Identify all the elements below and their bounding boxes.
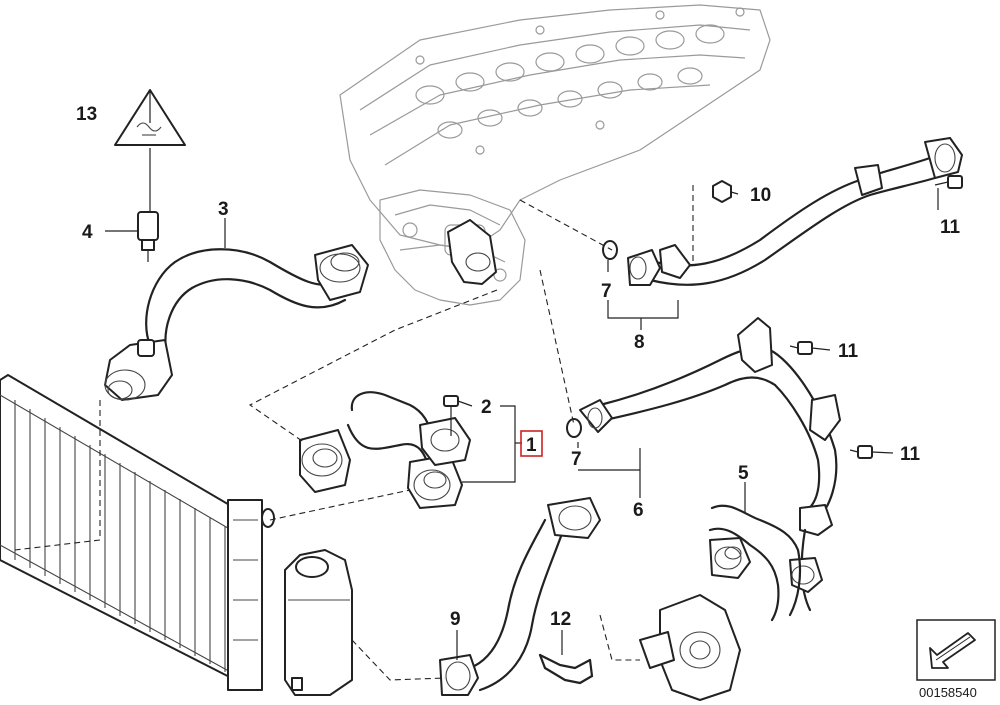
expansion-tank	[284, 549, 353, 696]
o-ring-part-7a	[602, 240, 618, 260]
bolt-part-11c	[849, 445, 873, 459]
upper-radiator-hose	[104, 244, 369, 401]
callout-2: 2	[481, 397, 492, 418]
water-pump-fitting	[639, 594, 741, 701]
return-pipe-part-6	[579, 317, 841, 612]
engine-outlet-fitting	[447, 219, 497, 285]
callout-11-lower: 11	[900, 444, 921, 465]
callout-1: 1	[526, 435, 537, 456]
callout-1-highlight-box	[520, 430, 543, 457]
temperature-sensor	[137, 148, 159, 262]
o-ring-part-7b	[566, 418, 582, 438]
small-hose-part-5	[708, 504, 802, 622]
callout-9: 9	[450, 609, 461, 630]
dashed-reference-lines	[14, 185, 694, 681]
lower-hose-part-9	[439, 497, 601, 696]
callout-7-lower: 7	[571, 449, 582, 470]
pipe-assembly-part-8	[627, 137, 963, 286]
coolant-hose-assembly-part-1	[299, 391, 471, 509]
callout-11-middle: 11	[838, 341, 859, 362]
leader-lines	[105, 90, 939, 660]
callout-6: 6	[633, 500, 644, 521]
bolt-part-10	[712, 180, 732, 203]
callout-13: 13	[76, 104, 97, 125]
engine-cylinder-head	[339, 4, 771, 306]
callout-11-top: 11	[940, 217, 961, 238]
callout-4: 4	[82, 222, 93, 243]
callout-3: 3	[218, 199, 229, 220]
engine-cam-lobes	[415, 7, 745, 155]
bolt-part-11b	[789, 341, 813, 355]
callout-8: 8	[634, 332, 645, 353]
clip-part-12	[538, 653, 594, 685]
callout-10: 10	[750, 185, 771, 206]
bolt-part-11a	[934, 175, 963, 189]
reference-code: 00158540	[919, 685, 977, 700]
reference-badge	[916, 619, 996, 681]
callout-5: 5	[738, 463, 749, 484]
callout-7-upper: 7	[601, 281, 612, 302]
callout-12: 12	[550, 609, 571, 630]
radiator	[0, 374, 275, 691]
